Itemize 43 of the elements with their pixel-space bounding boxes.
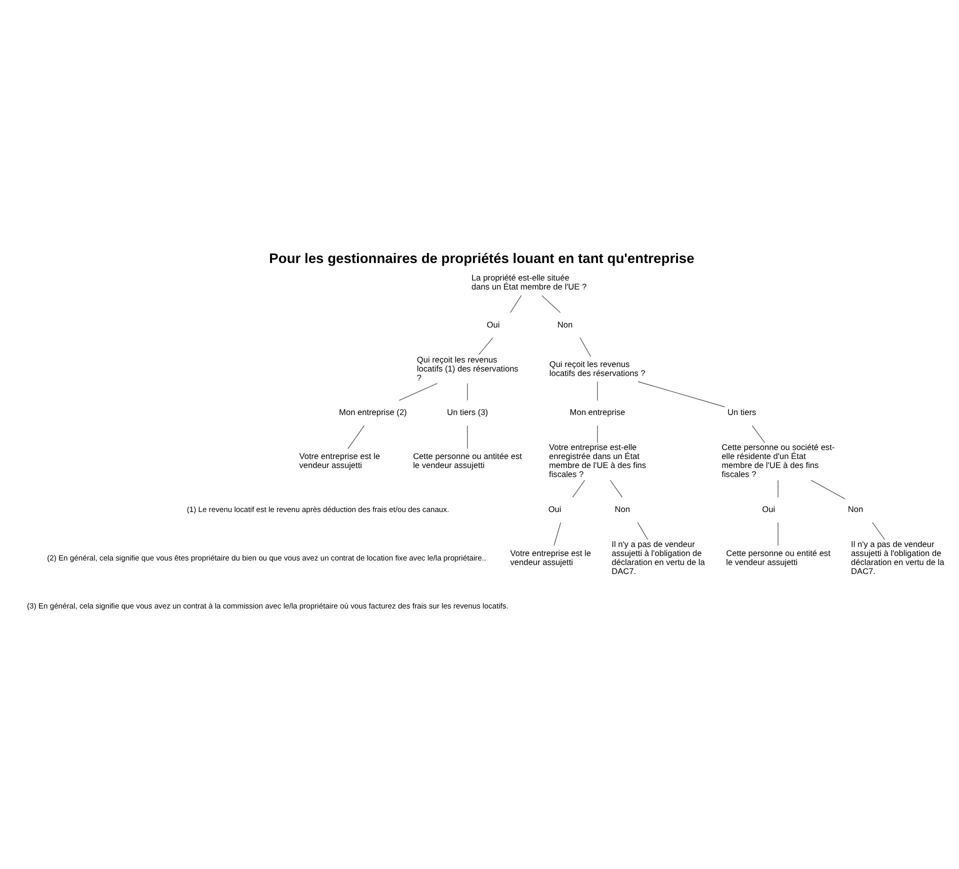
node-text: Cette personne ou entité est le vendeur assujetti xyxy=(726,548,830,567)
node-text: Non xyxy=(848,504,864,514)
diagram-title: Pour les gestionnaires de propriétés louant en tant qu'entreprise xyxy=(269,250,694,266)
label: (1) Le revenu locatif est le revenu après déduction des frais et/ou des canaux. xyxy=(186,504,450,514)
node-text: La propriété est-elle située dans un État membre de l'UE ? xyxy=(472,272,587,292)
connector xyxy=(398,383,438,401)
connector xyxy=(610,480,623,498)
node-text: Cette personne ou antitée est le vendeur assujetti xyxy=(413,451,522,470)
connector xyxy=(541,295,561,313)
node-text: Votre entreprise est le vendeur assujetti xyxy=(299,451,380,470)
connector xyxy=(467,383,468,401)
connector xyxy=(554,522,562,546)
node-text: Mon entreprise (2) xyxy=(339,407,407,418)
node-text: Un tiers xyxy=(728,407,756,418)
connector xyxy=(597,381,598,401)
node-text: Oui xyxy=(548,504,562,514)
connector xyxy=(810,480,846,500)
connector xyxy=(580,337,592,357)
connector xyxy=(510,295,522,313)
connector xyxy=(597,425,598,444)
node-text: Votre entreprise est-elle enregistrée dans un État membre de l'UE à des fins fiscales ? xyxy=(549,442,646,480)
node-text: Qui reçoit les revenus locatifs (1) des réservations ? xyxy=(416,354,518,382)
node-text: Il n'y a pas de vendeur assujetti à l'obligation de déclaration en vertu de la DAC7. xyxy=(851,539,944,576)
connector xyxy=(637,522,648,540)
connector xyxy=(478,337,494,356)
node-text: Cette personne ou société est-elle résidente d'un État membre de l'UE à des fins fiscales ? xyxy=(722,442,835,480)
connector xyxy=(467,425,468,450)
node-text: Un tiers (3) xyxy=(446,407,488,418)
connector xyxy=(348,425,365,450)
connector xyxy=(752,425,766,444)
node-text: Non xyxy=(557,319,573,330)
node-text: Oui xyxy=(762,504,776,514)
connector xyxy=(572,480,586,498)
node-text: Mon entreprise xyxy=(570,407,626,418)
connector xyxy=(872,522,886,540)
node-text: Non xyxy=(614,504,630,514)
node-text: Votre entreprise est le vendeur assujetti xyxy=(510,548,592,567)
node-text: Qui reçoit les revenus locatifs des réservations ? xyxy=(549,358,646,378)
node-text: Oui xyxy=(486,319,500,330)
label: (3) En général, cela signifie que vous avez un contrat à la commission avec le/la propriétaire où vous facturez des frais sur les revenus locatifs. xyxy=(27,602,508,611)
label: (2) En général, cela signifie que vous êtes propriétaire du bien ou que vous avez un contrat de location fixe avec le/la propriétaire.. xyxy=(47,553,486,562)
node-text: Il n'y a pas de vendeur assujetti à l'obligation de déclaration en vertu de la DAC7. xyxy=(612,539,705,576)
connector xyxy=(638,381,726,408)
